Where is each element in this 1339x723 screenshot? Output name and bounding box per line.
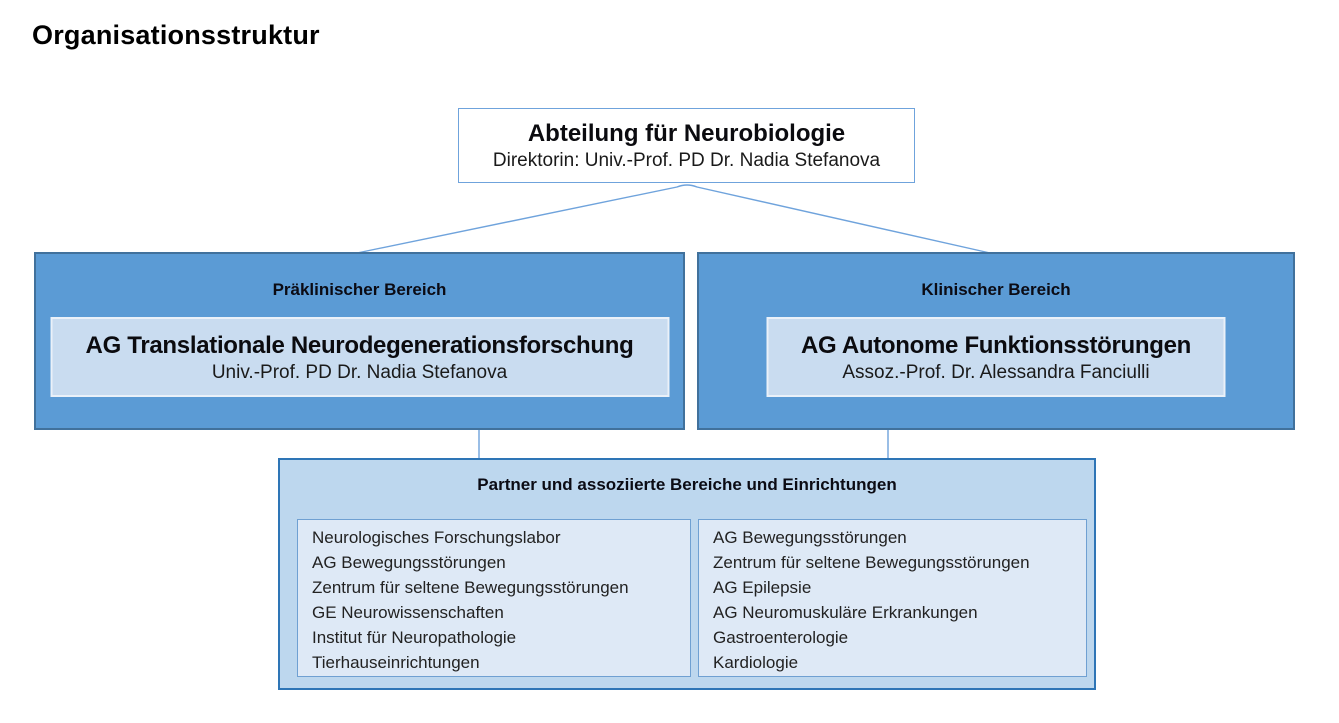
branch-clinical-header: Klinischer Bereich bbox=[921, 280, 1071, 299]
partners-list-left: Neurologisches Forschungslabor AG Bewegu… bbox=[297, 519, 691, 677]
list-item: Tierhauseinrichtungen bbox=[312, 653, 480, 672]
branch-preclinical-group-box: AG Translationale Neurodegenerationsfors… bbox=[50, 317, 669, 397]
branch-clinical-group-title: AG Autonome Funktionsstörungen bbox=[800, 331, 1192, 359]
list-item: AG Epilepsie bbox=[713, 578, 812, 597]
partners-list-right: AG Bewegungsstörungen Zentrum für selten… bbox=[698, 519, 1087, 677]
list-item: Institut für Neuropathologie bbox=[312, 628, 517, 647]
list-item: Zentrum für seltene Bewegungsstörungen bbox=[312, 578, 629, 597]
branch-preclinical-lead: Univ.-Prof. PD Dr. Nadia Stefanova bbox=[211, 361, 508, 383]
branch-preclinical: Präklinischer Bereich AG Translationale … bbox=[34, 252, 685, 430]
list-item: Zentrum für seltene Bewegungsstörungen bbox=[713, 553, 1030, 572]
branch-preclinical-group-title: AG Translationale Neurodegenerationsfors… bbox=[85, 331, 634, 359]
list-item: Neurologisches Forschungslabor bbox=[312, 528, 561, 547]
partners-header: Partner und assoziierte Bereiche und Ein… bbox=[477, 475, 897, 494]
partners-box: Partner und assoziierte Bereiche und Ein… bbox=[278, 458, 1096, 690]
connector-root-to-left bbox=[356, 184, 991, 254]
list-item: Kardiologie bbox=[713, 653, 799, 672]
list-item: AG Bewegungsstörungen bbox=[713, 528, 907, 547]
root-box-neurobiologie: Abteilung für Neurobiologie Direktorin: … bbox=[458, 108, 915, 183]
root-box-title: Abteilung für Neurobiologie bbox=[527, 119, 846, 147]
root-box-director: Direktorin: Univ.-Prof. PD Dr. Nadia Ste… bbox=[492, 149, 881, 171]
list-item: Gastroenterologie bbox=[713, 628, 849, 647]
page-title: Organisationsstruktur bbox=[32, 20, 320, 50]
branch-preclinical-header: Präklinischer Bereich bbox=[272, 280, 447, 299]
list-item: AG Neuromuskuläre Erkrankungen bbox=[713, 603, 978, 622]
branch-clinical-group-box: AG Autonome Funktionsstörungen Assoz.-Pr… bbox=[766, 317, 1226, 397]
list-item: GE Neurowissenschaften bbox=[312, 603, 504, 622]
list-item: AG Bewegungsstörungen bbox=[312, 553, 506, 572]
branch-clinical-lead: Assoz.-Prof. Dr. Alessandra Fanciulli bbox=[842, 361, 1150, 383]
branch-clinical: Klinischer Bereich AG Autonome Funktions… bbox=[697, 252, 1295, 430]
